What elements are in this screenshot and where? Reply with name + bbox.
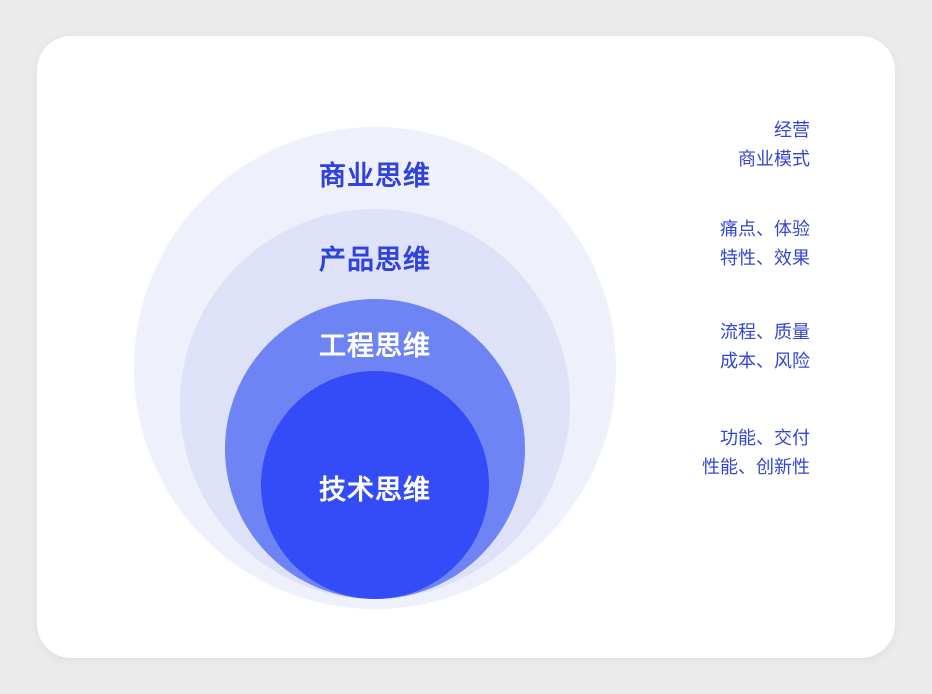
product-notes: 痛点、体验 特性、效果 — [720, 215, 810, 273]
business-note-line: 商业模式 — [738, 149, 810, 170]
technology-notes: 功能、交付 性能、创新性 — [702, 424, 810, 482]
product-label: 产品思维 — [319, 245, 431, 276]
business-note-line: 经营 — [774, 120, 810, 141]
business-notes: 经营 商业模式 — [738, 116, 810, 174]
business-label: 商业思维 — [319, 161, 431, 192]
technology-label: 技术思维 — [319, 475, 431, 506]
engineering-note-line: 流程、质量 — [720, 322, 810, 343]
technology-note-line: 性能、创新性 — [702, 457, 810, 478]
technology-note-line: 功能、交付 — [720, 428, 810, 449]
engineering-notes: 流程、质量 成本、风险 — [720, 318, 810, 376]
engineering-label: 工程思维 — [319, 331, 431, 362]
engineering-note-line: 成本、风险 — [720, 351, 810, 372]
product-note-line: 痛点、体验 — [720, 219, 810, 240]
technology-circle — [261, 371, 489, 599]
product-note-line: 特性、效果 — [720, 248, 810, 269]
